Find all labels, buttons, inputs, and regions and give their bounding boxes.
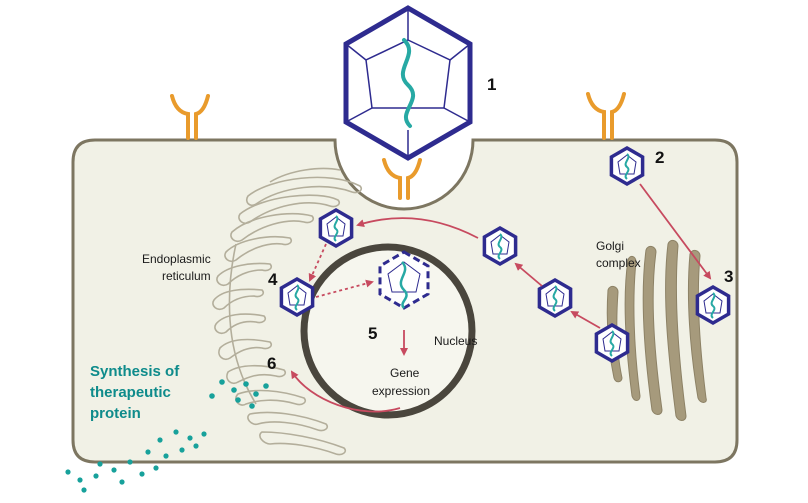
virus-capsid-large <box>343 5 473 161</box>
er-label-line2: reticulum <box>162 269 211 283</box>
receptor-right <box>586 92 626 140</box>
virus-step4 <box>279 277 315 317</box>
virus-step3 <box>695 285 731 325</box>
virus-golgi-exit <box>594 323 630 363</box>
arrow-er-to-4 <box>308 243 327 282</box>
receptor-left <box>170 94 210 140</box>
golgi-label-line1: Golgi <box>596 239 624 253</box>
synthesis-label-line3: protein <box>90 405 141 422</box>
step-5-label: 5 <box>368 324 377 343</box>
arrow-to-er <box>356 217 479 239</box>
synthesis-label-line1: Synthesis of <box>90 363 180 380</box>
virus-uncoating <box>378 250 430 310</box>
gene-label-line2: expression <box>372 384 430 398</box>
arrow-transport <box>514 262 543 287</box>
endoplasmic-reticulum <box>212 167 363 456</box>
nucleus-label: Nucleus <box>434 334 477 348</box>
synthesis-label-line2: therapeutic <box>90 384 171 401</box>
virus-transport-b <box>482 226 518 266</box>
arrow-2-to-3 <box>639 183 712 280</box>
viral-dna <box>400 38 416 128</box>
arrow-golgi-out <box>570 311 601 329</box>
virus-er-entry <box>318 208 354 248</box>
arrow-to-synthesis <box>290 370 401 413</box>
step-1-label: 1 <box>487 75 496 94</box>
pathway-arrows <box>290 183 712 413</box>
virus-step2 <box>609 146 645 186</box>
arrow-4-to-nucleus <box>315 279 374 298</box>
receptor-bound <box>382 158 422 200</box>
gene-label-line1: Gene <box>390 366 420 380</box>
step-3-label: 3 <box>724 267 733 286</box>
virus-transport-a <box>537 278 573 318</box>
step-2-label: 2 <box>655 148 664 167</box>
er-label-line1: Endoplasmic <box>142 252 211 266</box>
step-4-label: 4 <box>268 270 278 289</box>
step-6-label: 6 <box>267 354 276 373</box>
protein-dots <box>65 379 269 493</box>
golgi-label-line2: complex <box>596 256 641 270</box>
